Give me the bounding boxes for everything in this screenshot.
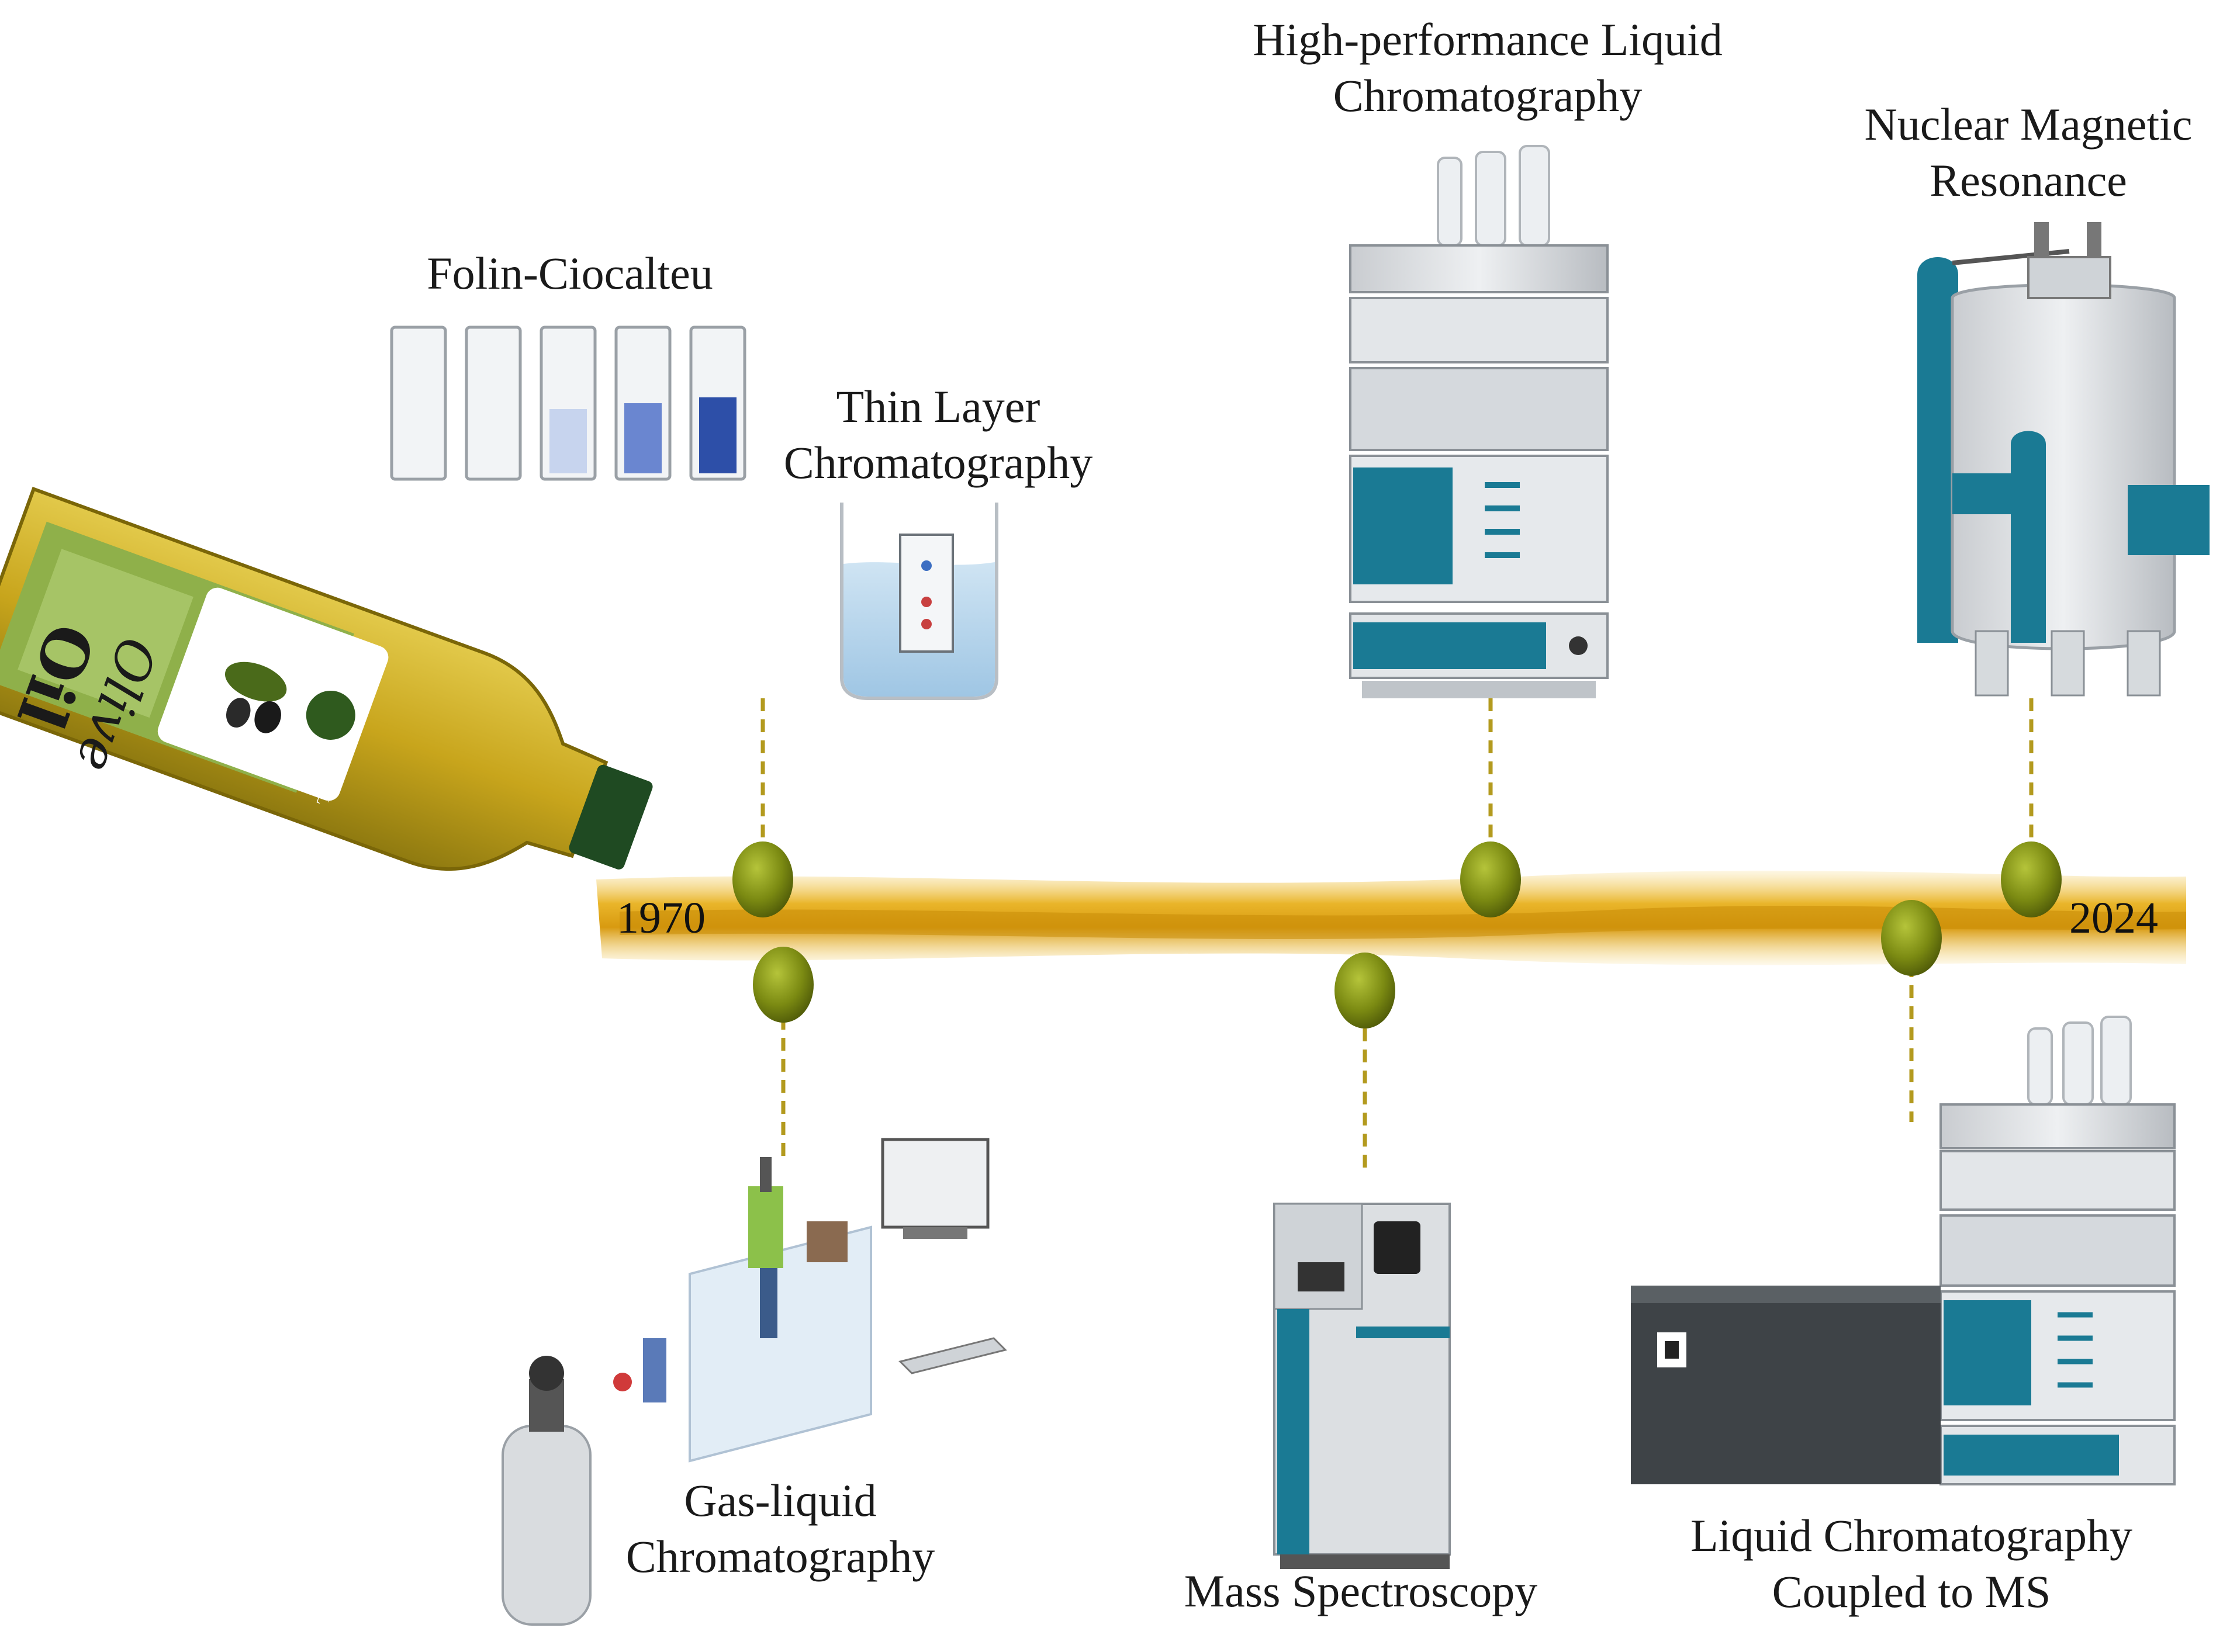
olive-icon-glc xyxy=(753,947,814,1023)
label-folin-ciocalteu: Folin-Ciocalteu xyxy=(427,245,713,302)
label-hplc: High-performance Liquid Chromatography xyxy=(1253,12,1723,124)
label-glc-line-2: Chromatography xyxy=(625,1531,935,1582)
label-ms: Mass Spectroscopy xyxy=(1184,1563,1537,1619)
label-hplc-line-2: Chromatography xyxy=(1333,70,1643,121)
label-tlc-line-2: Chromatography xyxy=(783,437,1093,488)
timeline-olives xyxy=(732,841,2062,1028)
year-start-label: 1970 xyxy=(617,893,706,943)
nmr-instrument-icon xyxy=(1917,222,2210,697)
oil-stream xyxy=(596,870,2186,965)
olive-icon-ms xyxy=(1334,953,1395,1028)
label-glc-line-1: Gas-liquid xyxy=(684,1475,877,1526)
glc-instrument-icon xyxy=(502,1138,1007,1626)
lcms-instrument-icon xyxy=(1631,1016,2176,1485)
olive-icon-lcms xyxy=(1881,900,1942,976)
label-tlc: Thin Layer Chromatography xyxy=(784,379,1093,491)
label-lcms-line-2: Coupled to MS xyxy=(1772,1566,2051,1617)
ms-instrument-icon xyxy=(1273,1203,1451,1569)
label-ms-line-1: Mass Spectroscopy xyxy=(1184,1566,1538,1616)
connectors xyxy=(760,698,2034,1175)
cuvettes-icon xyxy=(390,325,746,481)
olive-icon-nmr xyxy=(2001,841,2062,917)
olive-icon-hplc xyxy=(1460,841,1521,917)
label-tlc-line-1: Thin Layer xyxy=(836,381,1040,432)
label-glc: Gas-liquid Chromatography xyxy=(626,1473,935,1585)
label-folin-line-1: Folin-Ciocalteu xyxy=(427,248,713,299)
olive-icon-tlc xyxy=(732,841,793,917)
label-lcms: Liquid Chromatography Coupled to MS xyxy=(1690,1508,2132,1620)
label-hplc-line-1: High-performance Liquid xyxy=(1253,14,1723,65)
year-end-label: 2024 xyxy=(2069,893,2158,943)
label-nmr: Nuclear Magnetic Resonance xyxy=(1865,96,2193,209)
hplc-instrument-icon xyxy=(1349,145,1609,698)
olive-oil-bottle-icon xyxy=(0,486,653,871)
tlc-beaker-icon xyxy=(840,503,998,700)
label-lcms-line-1: Liquid Chromatography xyxy=(1690,1510,2133,1561)
label-nmr-line-1: Nuclear Magnetic xyxy=(1864,99,2193,150)
label-nmr-line-2: Resonance xyxy=(1930,155,2127,206)
